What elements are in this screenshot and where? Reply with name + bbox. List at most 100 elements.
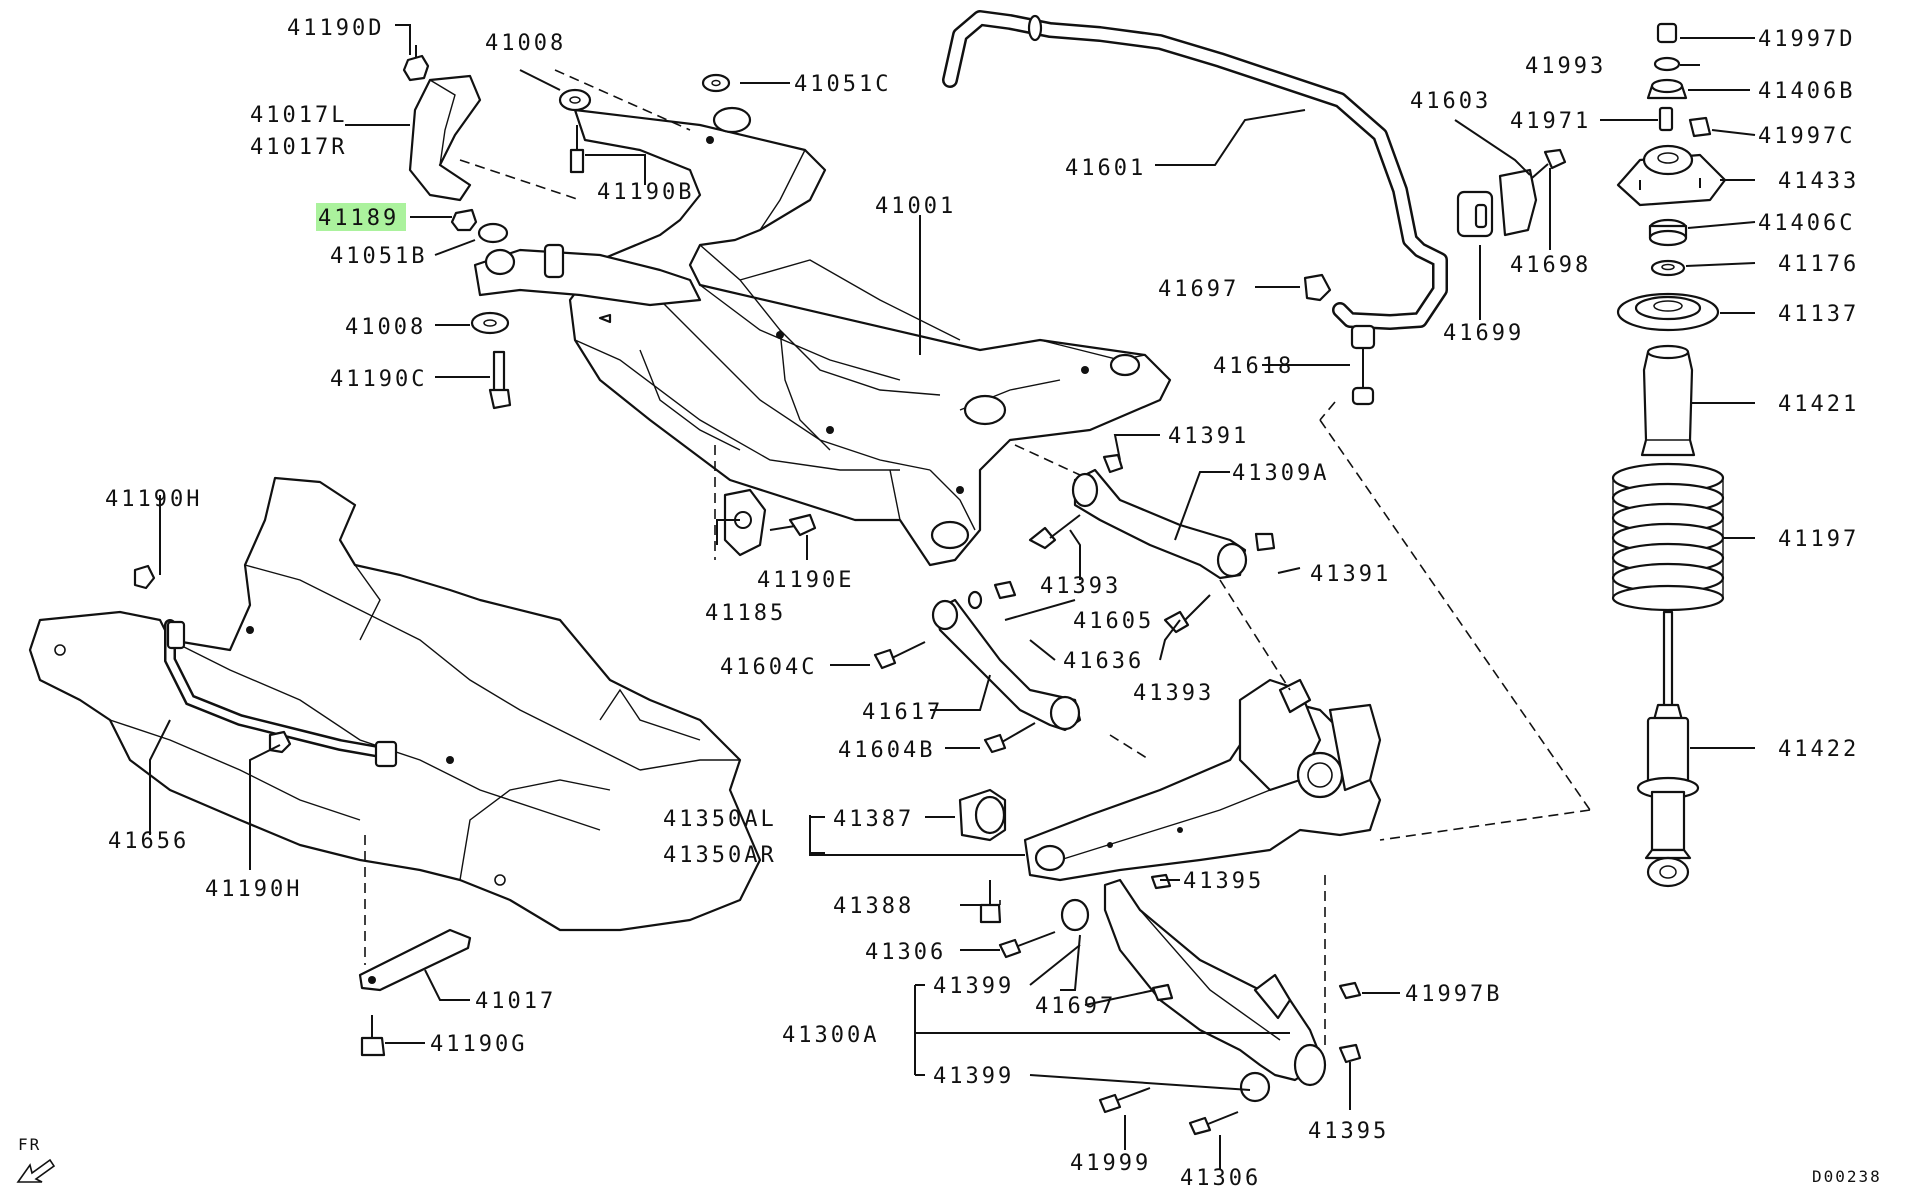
label-41604B: 41604B [838, 738, 935, 763]
label-41137: 41137 [1778, 302, 1859, 327]
bracket-41017L-R[interactable] [408, 74, 482, 202]
label-41993: 41993 [1525, 54, 1606, 79]
label-41391-b: 41391 [1310, 562, 1391, 587]
label-41698: 41698 [1510, 253, 1591, 278]
label-41395-b: 41395 [1308, 1119, 1389, 1144]
label-41399: 41399 [933, 974, 1014, 999]
label-41697-b: 41697 [1035, 994, 1116, 1019]
label-41997B: 41997B [1405, 982, 1502, 1007]
lower-arm-41300A[interactable] [1103, 878, 1327, 1087]
stabilizer-41656[interactable] [133, 564, 398, 768]
label-41406C: 41406C [1758, 211, 1855, 236]
crossmember-41001[interactable] [568, 106, 1172, 567]
nut-41997C [1688, 116, 1712, 138]
label-41190H-bot: 41190H [205, 877, 302, 902]
shock-absorber-41422[interactable] [1636, 610, 1700, 888]
fr-label: FR [18, 1135, 41, 1154]
label-41395: 41395 [1183, 869, 1264, 894]
label-41603: 41603 [1410, 89, 1491, 114]
label-41971: 41971 [1510, 109, 1591, 134]
bolt-41190G[interactable] [360, 1015, 386, 1057]
label-41605: 41605 [1073, 609, 1154, 634]
label-41306-b: 41306 [1180, 1166, 1261, 1187]
label-41636: 41636 [1063, 649, 1144, 674]
label-41008: 41008 [485, 31, 566, 56]
arm-41617[interactable] [931, 580, 1082, 732]
label-41300A: 41300A [782, 1023, 879, 1048]
label-41618: 41618 [1213, 354, 1294, 379]
label-41190H-top: 41190H [105, 487, 202, 512]
member-41017[interactable] [358, 928, 472, 992]
bump-stop-41421 [1640, 350, 1696, 457]
arm-41309A[interactable] [1071, 453, 1276, 580]
label-41699: 41699 [1443, 321, 1524, 346]
label-41190C: 41190C [330, 367, 427, 392]
label-41197: 41197 [1778, 527, 1859, 552]
label-41017L: 41017L [250, 103, 347, 128]
label-41350AR: 41350AR [663, 843, 777, 868]
washer-41993 [1653, 56, 1681, 72]
label-41350AL: 41350AL [663, 807, 777, 832]
label-41017R: 41017R [250, 135, 347, 160]
label-41001: 41001 [875, 194, 956, 219]
label-41008-b: 41008 [345, 315, 426, 340]
label-41422: 41422 [1778, 737, 1859, 762]
bolts-rear[interactable] [598, 313, 1362, 1136]
front-direction-marker: FR [16, 1135, 56, 1183]
label-41190G: 41190G [430, 1032, 527, 1057]
bushing-41399-lower[interactable] [1239, 1071, 1271, 1103]
fasteners-upper-left[interactable] [402, 45, 731, 410]
label-41999: 41999 [1070, 1151, 1151, 1176]
nut-41997D [1656, 22, 1678, 44]
label-41051B: 41051B [330, 244, 427, 269]
label-41176: 41176 [1778, 252, 1859, 277]
nut-41697-upper[interactable] [1303, 273, 1332, 302]
stabilizer-bar-41601[interactable] [942, 10, 1448, 330]
label-41189: 41189 [318, 206, 399, 231]
highlight-41189 [316, 203, 406, 231]
label-41387: 41387 [833, 807, 914, 832]
strut-assembly[interactable] [1616, 22, 1727, 457]
trailing-arm-41350A[interactable] [1023, 678, 1382, 882]
label-41697: 41697 [1158, 277, 1239, 302]
label-41309A: 41309A [1232, 461, 1329, 486]
part-labels: 41190D 41008 41051C 41017L 41017R 41190B… [105, 16, 1859, 1191]
label-41190E: 41190E [757, 568, 854, 593]
label-41601: 41601 [1065, 156, 1146, 181]
label-41617: 41617 [862, 700, 943, 725]
mount-41185[interactable] [723, 488, 817, 557]
label-41433: 41433 [1778, 169, 1859, 194]
fr-arrow-icon [16, 1158, 56, 1183]
bolt-41388[interactable] [979, 880, 1002, 924]
member-41051B[interactable] [473, 243, 702, 307]
label-41306: 41306 [865, 940, 946, 965]
drawing-code: D00238 [1812, 1167, 1882, 1186]
bushing-41387[interactable] [958, 788, 1007, 842]
label-41185: 41185 [705, 601, 786, 626]
label-41997D: 41997D [1758, 27, 1855, 52]
label-41421: 41421 [1778, 392, 1859, 417]
collar-41971 [1658, 106, 1674, 132]
label-41393-b: 41393 [1133, 681, 1214, 706]
subframe-outline[interactable] [28, 476, 762, 965]
leader-lines [149, 24, 1756, 1170]
dashed-leaders [459, 69, 1591, 1045]
label-41656: 41656 [108, 829, 189, 854]
label-41190B: 41190B [597, 180, 694, 205]
label-41391: 41391 [1168, 424, 1249, 449]
coil-spring-41197[interactable] [1611, 462, 1725, 612]
bushing-41399-upper[interactable] [1060, 898, 1090, 932]
label-41604C: 41604C [720, 655, 817, 680]
label-41051C: 41051C [794, 72, 891, 97]
label-41017: 41017 [475, 989, 556, 1014]
label-41388: 41388 [833, 894, 914, 919]
link-41618[interactable] [1319, 324, 1376, 421]
label-41997C: 41997C [1758, 124, 1855, 149]
stabilizer-bushing-41699[interactable] [1456, 190, 1494, 238]
label-41393: 41393 [1040, 574, 1121, 599]
label-41190D: 41190D [287, 16, 384, 41]
label-41399-b: 41399 [933, 1064, 1014, 1089]
bracket-41603[interactable] [1498, 148, 1567, 237]
